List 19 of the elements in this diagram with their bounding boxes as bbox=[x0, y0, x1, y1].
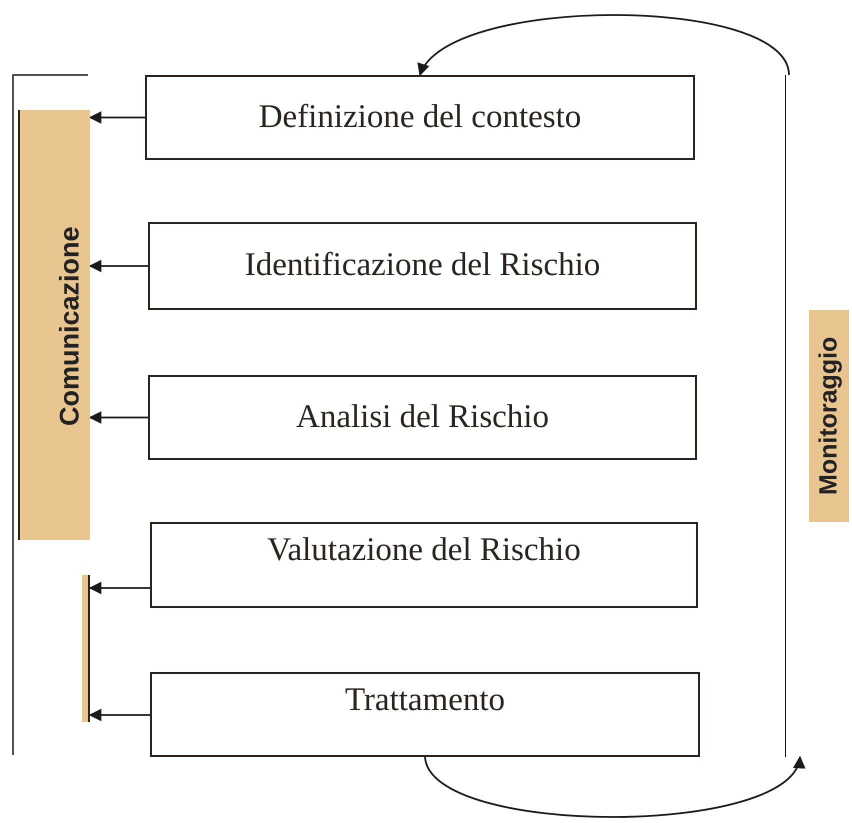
arrow bbox=[88, 582, 150, 594]
arrow bbox=[88, 708, 150, 722]
box-label: Trattamento bbox=[344, 681, 506, 720]
process-box bbox=[148, 375, 697, 460]
box-label: Valutazione del Rischio bbox=[267, 531, 581, 570]
arrow bbox=[88, 260, 148, 272]
process-box bbox=[150, 672, 700, 757]
box-label: Analisi del Rischio bbox=[296, 398, 549, 437]
monitoring-line bbox=[785, 75, 850, 757]
arrow bbox=[88, 111, 145, 124]
arrow bbox=[419, 14, 790, 76]
box-label: Identificazione del Rischio bbox=[244, 246, 600, 286]
process-box bbox=[148, 222, 697, 310]
vertical-label: Comunicazione bbox=[18, 110, 90, 540]
arrow bbox=[88, 411, 148, 424]
process-box bbox=[145, 75, 695, 160]
process-box bbox=[150, 522, 698, 608]
vertical-label: Monitoraggio bbox=[809, 310, 849, 522]
box-label: Definizione del contesto bbox=[258, 98, 582, 137]
